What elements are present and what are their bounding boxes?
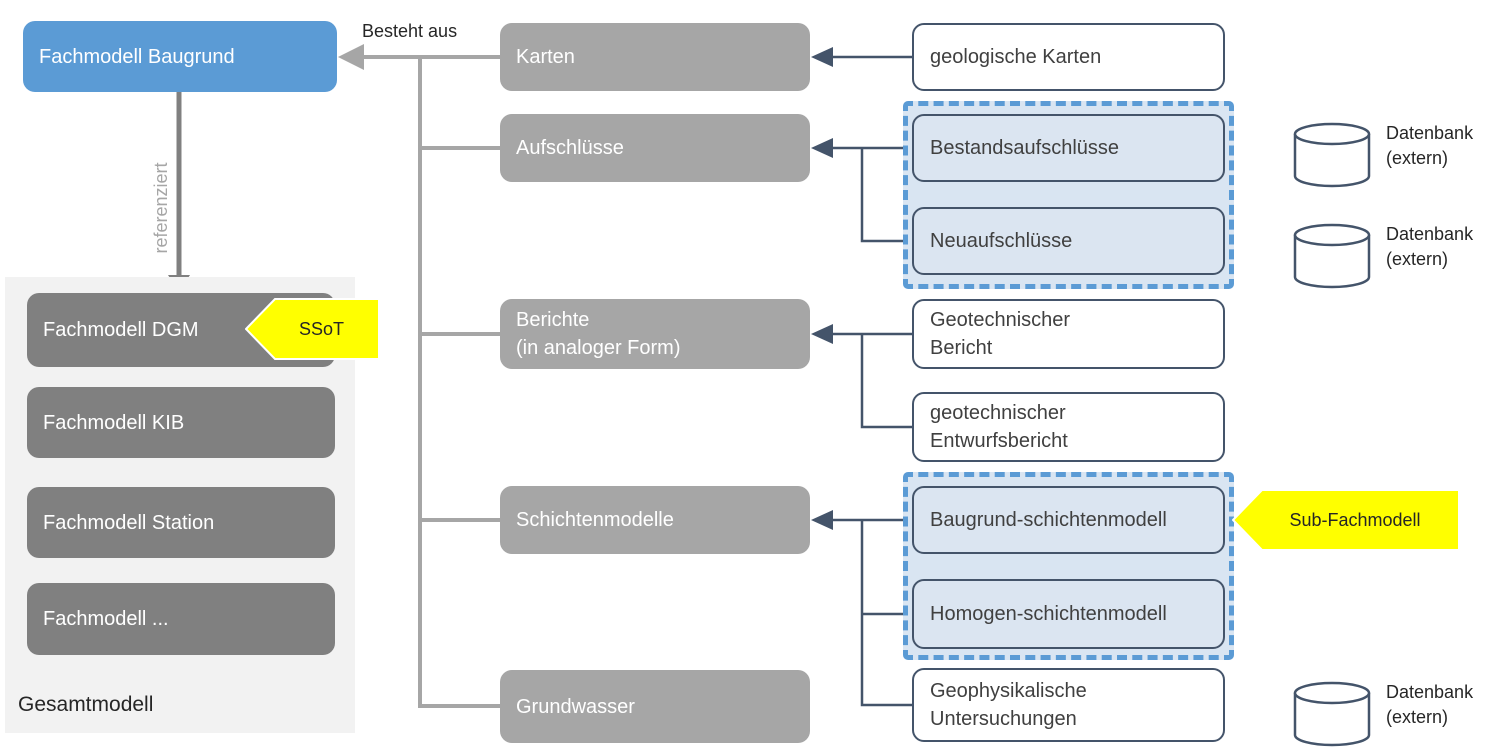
node-fachmodell-station: Fachmodell Station <box>27 487 335 558</box>
node-fachmodell-etc: Fachmodell ... <box>27 583 335 655</box>
node-label: Fachmodell ... <box>43 608 169 630</box>
database-label: Datenbank (extern) <box>1386 222 1473 272</box>
besteht-aus-label: Besteht aus <box>362 21 458 41</box>
node-label-line1: Geophysikalische <box>930 680 1087 702</box>
sub-fachmodell-callout: Sub-Fachmodell <box>1232 489 1460 551</box>
database-label: Datenbank (extern) <box>1386 680 1473 730</box>
node-label-line1: geotechnischer <box>930 402 1066 424</box>
arrowhead-aufschluesse-icon <box>811 138 833 158</box>
cylinder-body <box>1293 235 1371 289</box>
sub-fachmodell-label: Sub-Fachmodell <box>1289 509 1421 530</box>
database-label-line1: Datenbank <box>1386 682 1474 702</box>
node-label-line1: Berichte <box>516 309 590 331</box>
source-trees <box>832 55 912 707</box>
node-label: Homogen-schichtenmodell <box>930 603 1167 625</box>
arrowhead-karten-icon <box>811 47 833 67</box>
node-fachmodell-baugrund: Fachmodell Baugrund <box>23 21 337 92</box>
node-fachmodell-kib: Fachmodell KIB <box>27 387 335 458</box>
node-label: Baugrund-schichtenmodell <box>930 509 1167 531</box>
node-label: Fachmodell DGM <box>43 319 199 341</box>
node-label: Aufschlüsse <box>516 137 624 159</box>
cylinder-body <box>1293 693 1371 747</box>
node-aufschluesse: Aufschlüsse <box>500 114 810 182</box>
database-cylinder-icon <box>1293 223 1371 289</box>
node-label: geologische Karten <box>930 46 1102 68</box>
cylinder-top <box>1293 223 1371 247</box>
cylinder-top <box>1293 122 1371 146</box>
database-label-line1: Datenbank <box>1386 224 1474 244</box>
node-homogen-schichtenmodell: Homogen-schichtenmodell <box>912 579 1225 649</box>
source-arrowheads <box>811 47 833 530</box>
node-label: Schichtenmodelle <box>516 509 674 531</box>
left-arrow-polygon <box>245 298 380 360</box>
database-icon <box>1293 681 1371 747</box>
left-arrow-shape-icon <box>1232 489 1460 551</box>
node-karten: Karten <box>500 23 810 91</box>
node-label: Grundwasser <box>516 695 635 718</box>
database-cylinder-icon <box>1293 122 1371 188</box>
node-label-line2: Entwurfsbericht <box>930 430 1068 452</box>
arrowhead-schichtenmodelle-icon <box>811 510 833 530</box>
database-label-line2: (extern) <box>1386 148 1449 168</box>
arrowhead-besteht-aus-icon <box>338 44 364 70</box>
node-grundwasser: Grundwasser <box>500 670 810 743</box>
node-label-line1: Geotechnischer <box>930 309 1071 331</box>
node-neuaufschluesse: Neuaufschlüsse <box>912 207 1225 275</box>
node-label: Neuaufschlüsse <box>930 230 1073 252</box>
node-label: Fachmodell Station <box>43 511 215 534</box>
besteht-aus-tree <box>362 55 500 708</box>
node-label-line2: (in analoger Form) <box>516 337 681 359</box>
referenziert-label: referenziert <box>151 162 171 254</box>
edge-trunk-vertical <box>418 57 500 708</box>
database-label-line2: (extern) <box>1386 707 1449 727</box>
left-arrow-shape-icon <box>245 298 380 360</box>
node-label: Fachmodell Baugrund <box>39 45 235 68</box>
node-baugrund-schichtenmodell: Baugrund-schichtenmodell <box>912 486 1225 554</box>
database-label-line1: Datenbank <box>1386 123 1474 143</box>
database-label: Datenbank (extern) <box>1386 121 1473 171</box>
ssot-callout: SSoT <box>245 298 380 360</box>
node-berichte: Berichte (in analoger Form) <box>500 299 810 369</box>
database-icon <box>1293 223 1371 289</box>
node-label: Fachmodell KIB <box>43 411 185 434</box>
edge-berichte-entwurf <box>860 334 912 429</box>
node-label: Bestandsaufschlüsse <box>930 137 1120 159</box>
gesamtmodell-caption: Gesamtmodell <box>18 693 154 716</box>
database-cylinder-icon <box>1293 681 1371 747</box>
node-label-line2: Untersuchungen <box>930 708 1077 730</box>
database-label-line2: (extern) <box>1386 249 1449 269</box>
left-arrow-polygon <box>1232 489 1460 551</box>
node-label-line2: Bericht <box>930 337 993 359</box>
node-label: Karten <box>516 46 575 68</box>
node-label: Berichte (in analoger Form) <box>500 306 681 362</box>
arrowhead-berichte-icon <box>811 324 833 344</box>
database-icon <box>1293 122 1371 188</box>
cylinder-top <box>1293 681 1371 705</box>
cylinder-body <box>1293 134 1371 188</box>
node-geologische-karten: geologische Karten <box>912 23 1225 91</box>
ssot-label: SSoT <box>298 318 345 339</box>
node-schichtenmodelle: Schichtenmodelle <box>500 486 810 554</box>
node-bestandsaufschluesse: Bestandsaufschlüsse <box>912 114 1225 182</box>
